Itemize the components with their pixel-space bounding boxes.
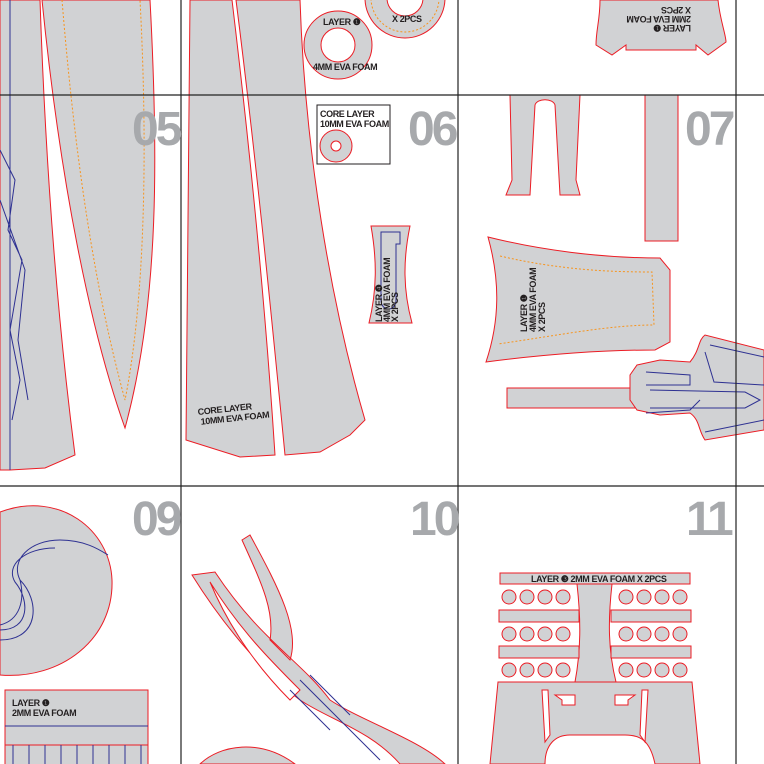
trapezoid-label-1: LAYER ❶ — [519, 294, 529, 332]
belt-dot — [654, 589, 670, 605]
belt-dot — [618, 626, 634, 642]
trapezoid-label-2: 4MM EVA FOAM — [528, 268, 538, 332]
belt-dot — [537, 589, 553, 605]
strip-label-1: LAYER ❶ — [12, 698, 50, 708]
belt-dot — [501, 662, 517, 678]
top-piece-07 — [595, 0, 727, 56]
page-number-06: 06 — [408, 103, 457, 156]
small-piece-label-3: X 2PCS — [390, 292, 400, 322]
belt-dot — [654, 662, 670, 678]
top-right-label-1: LAYER ❶ — [653, 23, 691, 33]
hilt-piece — [506, 334, 764, 441]
core-box-label-1: CORE LAYER — [320, 109, 375, 119]
small-piece-label-1: LAYER ❹ — [374, 284, 384, 322]
page-number-10: 10 — [410, 493, 459, 546]
page-number-09: 09 — [132, 493, 181, 546]
small-piece-06 — [368, 225, 413, 324]
belt-dot — [636, 589, 652, 605]
belt-dot — [654, 626, 670, 642]
belt-dot — [555, 662, 571, 678]
ring-piece-2 — [364, 0, 446, 39]
belt-dot — [501, 589, 517, 605]
belt-dot — [618, 589, 634, 605]
guard-piece-10 — [191, 534, 446, 764]
belt-dot — [672, 626, 688, 642]
disc-piece-09 — [0, 505, 113, 676]
strap-piece-07 — [644, 94, 679, 242]
belt-dot — [555, 626, 571, 642]
blade-bevel-05 — [61, 0, 145, 401]
belt-dot — [636, 662, 652, 678]
left-blade-piece — [0, 0, 76, 471]
belt-dot — [519, 662, 535, 678]
page-number-11: 11 — [686, 493, 733, 546]
belt-dot — [672, 589, 688, 605]
core-blade-right — [235, 0, 366, 456]
belt-dot — [555, 589, 571, 605]
left-blade-detail — [0, 0, 29, 470]
top-right-label-3: X 2PCS — [661, 5, 691, 15]
belt-label: LAYER ❸ 2MM EVA FOAM X 2PCS — [531, 574, 667, 584]
page-number-05: 05 — [132, 103, 182, 156]
belt-dot — [519, 626, 535, 642]
strip-label-2: 2MM EVA FOAM — [12, 708, 76, 718]
trapezoid-label-3: X 2PCS — [537, 302, 547, 332]
belt-dot — [537, 662, 553, 678]
belt-dot — [618, 662, 634, 678]
top-right-label-2: 2MM EVA FOAM — [627, 14, 691, 24]
partial-ring-10 — [199, 746, 296, 764]
belt-dot — [537, 626, 553, 642]
small-piece-label-2: 4MM EVA FOAM — [382, 258, 392, 322]
core-box-label-2: 10MM EVA FOAM — [320, 119, 389, 129]
belt-dots — [501, 589, 688, 678]
ring-foam-label: 4MM EVA FOAM — [313, 62, 377, 72]
core-blade-left — [185, 0, 276, 458]
trapezoid-piece-07 — [485, 236, 671, 363]
belt-dot — [519, 589, 535, 605]
ring2-qty-label: X 2PCS — [392, 14, 422, 24]
belt-dot — [672, 662, 688, 678]
fork-piece-07 — [505, 94, 581, 196]
belt-dot — [501, 626, 517, 642]
belt-piece-11 — [489, 583, 701, 764]
strip-piece-09 — [4, 689, 149, 764]
belt-dot — [636, 626, 652, 642]
ring-layer-label: LAYER ❶ — [323, 17, 361, 27]
blade-piece-05 — [41, 0, 156, 430]
page-number-07: 07 — [685, 103, 734, 156]
ring-piece-1 — [303, 10, 373, 80]
